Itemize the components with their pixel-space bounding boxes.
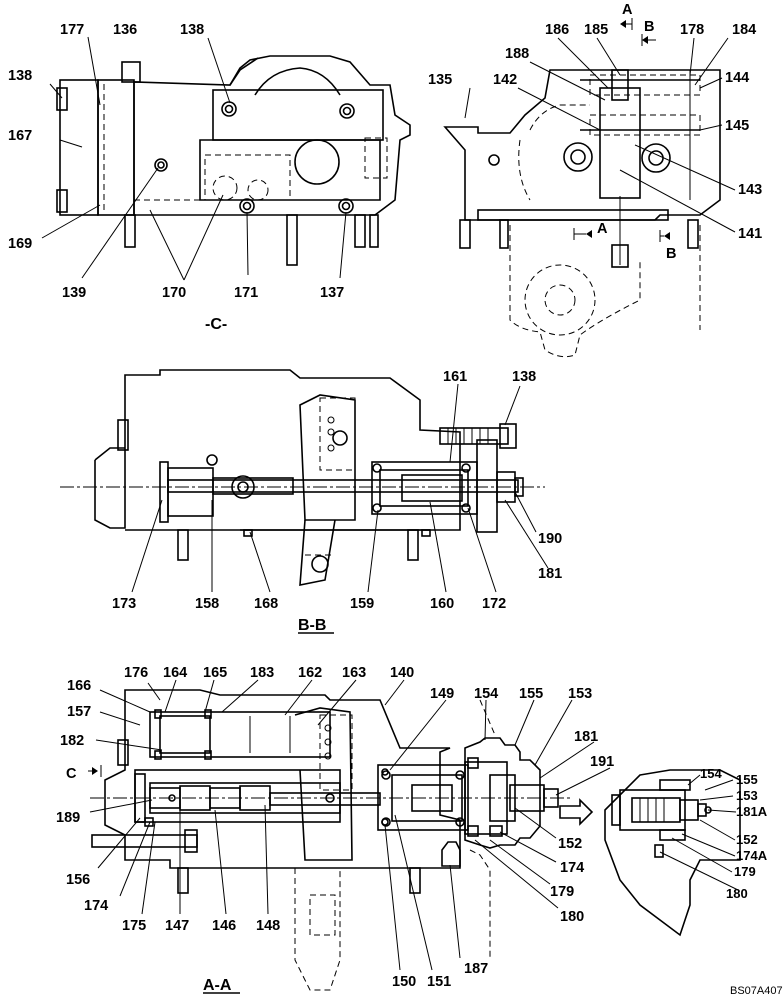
part-label: 178 bbox=[680, 22, 704, 38]
part-label: 149 bbox=[430, 686, 454, 702]
section-mark-a: A bbox=[622, 2, 633, 18]
section-mark-b: B bbox=[644, 19, 654, 35]
part-label: 170 bbox=[162, 285, 186, 301]
part-label: 154 bbox=[700, 766, 722, 781]
side-view-drawing bbox=[443, 18, 721, 358]
part-label: 155 bbox=[519, 686, 543, 702]
part-label: 142 bbox=[493, 72, 517, 88]
part-label: 188 bbox=[505, 46, 529, 62]
part-label: 181A bbox=[736, 804, 768, 819]
part-label: 181 bbox=[574, 729, 598, 745]
section-bb-labels: 161 138 190 181 173 158 168 159 160 172 … bbox=[112, 369, 562, 634]
drawing-code: BS07A407 bbox=[730, 985, 783, 997]
part-label: 138 bbox=[8, 68, 32, 84]
part-label: 182 bbox=[60, 733, 84, 749]
part-label: 183 bbox=[250, 665, 274, 681]
part-label: 190 bbox=[538, 531, 562, 547]
view-c-drawing bbox=[56, 55, 411, 266]
part-label: 184 bbox=[732, 22, 756, 38]
part-label: 176 bbox=[124, 665, 148, 681]
part-label: 139 bbox=[62, 285, 86, 301]
part-label: 161 bbox=[443, 369, 467, 385]
section-mark-b: B bbox=[666, 246, 676, 262]
section-aa-labels: 176 164 165 183 162 163 140 166 157 182 … bbox=[56, 665, 614, 994]
part-label: 180 bbox=[726, 886, 748, 901]
part-label: 187 bbox=[464, 961, 488, 977]
part-label: 153 bbox=[736, 788, 758, 803]
part-label: 156 bbox=[66, 872, 90, 888]
section-aa-drawing bbox=[88, 689, 594, 991]
part-label: 152 bbox=[558, 836, 582, 852]
section-aa-title: A-A bbox=[203, 977, 232, 994]
part-label: 141 bbox=[738, 226, 762, 242]
part-label: 169 bbox=[8, 236, 32, 252]
part-label: 138 bbox=[180, 22, 204, 38]
part-label: 135 bbox=[428, 72, 452, 88]
detail-labels: 154 155 153 181A 152 174A 179 180 bbox=[700, 766, 768, 901]
part-label: 158 bbox=[195, 596, 219, 612]
part-label: 146 bbox=[212, 918, 236, 934]
section-bb-title: B-B bbox=[298, 617, 326, 634]
part-label: 174 bbox=[84, 898, 108, 914]
part-label: 165 bbox=[203, 665, 227, 681]
part-label: 147 bbox=[165, 918, 189, 934]
part-label: 151 bbox=[427, 974, 451, 990]
part-label: 175 bbox=[122, 918, 146, 934]
part-label: 185 bbox=[584, 22, 608, 38]
part-label: 163 bbox=[342, 665, 366, 681]
part-label: 162 bbox=[298, 665, 322, 681]
leader-lines bbox=[41, 36, 739, 971]
part-label: 143 bbox=[738, 182, 762, 198]
part-label: 186 bbox=[545, 22, 569, 38]
part-label: 174A bbox=[736, 848, 768, 863]
side-view-labels: 186 185 178 184 188 142 135 144 145 143 … bbox=[428, 2, 762, 262]
part-label: 157 bbox=[67, 704, 91, 720]
section-mark-a: A bbox=[597, 221, 608, 237]
part-label: 153 bbox=[568, 686, 592, 702]
part-label: 152 bbox=[736, 832, 758, 847]
part-label: 174 bbox=[560, 860, 584, 876]
part-label: 138 bbox=[512, 369, 536, 385]
part-label: 179 bbox=[734, 864, 756, 879]
part-label: 137 bbox=[320, 285, 344, 301]
part-label: 181 bbox=[538, 566, 562, 582]
part-label: 150 bbox=[392, 974, 416, 990]
part-label: 144 bbox=[725, 70, 749, 86]
part-label: 168 bbox=[254, 596, 278, 612]
view-c-title: -C- bbox=[205, 316, 227, 333]
part-label: 145 bbox=[725, 118, 749, 134]
part-label: 140 bbox=[390, 665, 414, 681]
part-label: 173 bbox=[112, 596, 136, 612]
view-c-labels: 177 136 138 138 167 169 139 170 171 137 … bbox=[8, 22, 344, 333]
part-label: 177 bbox=[60, 22, 84, 38]
part-label: 172 bbox=[482, 596, 506, 612]
part-label: 136 bbox=[113, 22, 137, 38]
section-bb-drawing bbox=[60, 369, 545, 586]
part-label: 164 bbox=[163, 665, 187, 681]
part-label: 191 bbox=[590, 754, 614, 770]
part-label: 167 bbox=[8, 128, 32, 144]
part-label: 179 bbox=[550, 884, 574, 900]
part-label: 171 bbox=[234, 285, 258, 301]
part-label: 154 bbox=[474, 686, 498, 702]
part-label: 166 bbox=[67, 678, 91, 694]
view-c-mark: C bbox=[66, 766, 77, 782]
detail-view-drawing bbox=[604, 769, 741, 937]
part-label: 155 bbox=[736, 772, 758, 787]
part-label: 160 bbox=[430, 596, 454, 612]
part-label: 148 bbox=[256, 918, 280, 934]
part-label: 159 bbox=[350, 596, 374, 612]
part-label: 189 bbox=[56, 810, 80, 826]
part-label: 180 bbox=[560, 909, 584, 925]
